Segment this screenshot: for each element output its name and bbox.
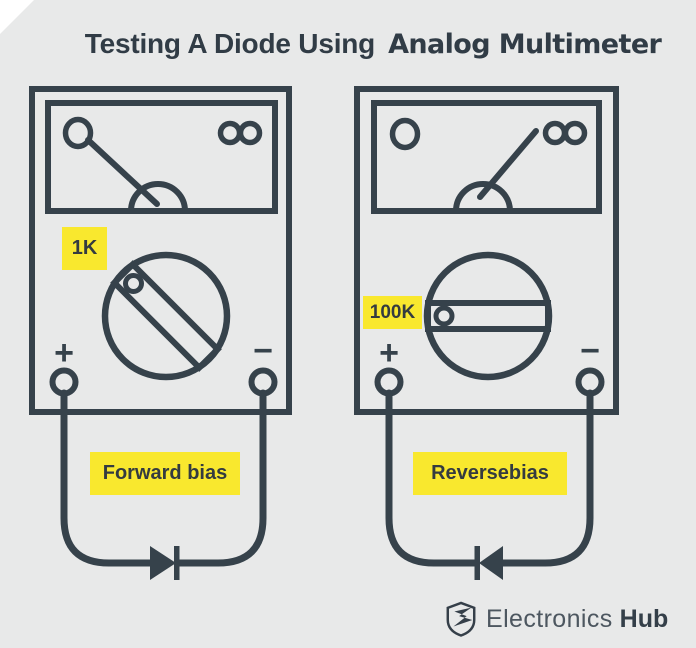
- electronics-hub-logo: Electronics Hub: [444, 599, 668, 639]
- left-multimeter: [29, 86, 292, 580]
- meter-display: [371, 100, 602, 214]
- wire-negative: [498, 389, 594, 567]
- right-negative-sign: −: [580, 332, 600, 370]
- wire-positive: [385, 389, 480, 567]
- title-part-1: Testing A Diode Using: [84, 28, 376, 59]
- dial-slot: [110, 260, 222, 372]
- range-label-1k: 1K: [62, 227, 107, 270]
- selector-dial: [101, 251, 231, 381]
- wire-positive: [60, 389, 156, 567]
- infinity-icon: [217, 120, 263, 146]
- page-title: Testing A Diode Using Analog Multimeter: [84, 28, 662, 60]
- left-negative-sign: −: [253, 332, 273, 370]
- dial-slot: [425, 300, 551, 332]
- wire-negative: [174, 389, 267, 567]
- diode-icon: [474, 546, 503, 580]
- scale-zero-icon: [389, 117, 421, 151]
- infinity-icon: [542, 120, 588, 146]
- right-multimeter: [354, 86, 619, 580]
- needle-pivot: [453, 181, 513, 214]
- meter-body: [354, 86, 619, 415]
- left-positive-sign: +: [54, 334, 74, 372]
- corner-cut: [0, 0, 34, 34]
- brand-name-bold: Hub: [619, 604, 669, 633]
- meter-display: [45, 100, 278, 214]
- needle-icon: [477, 128, 539, 200]
- knob-indicator-icon: [123, 273, 144, 294]
- right-positive-sign: +: [379, 334, 399, 372]
- brand-name-regular: Electronics: [486, 604, 613, 633]
- meter-body: [29, 86, 292, 415]
- diode-icon: [150, 546, 180, 580]
- selector-dial: [423, 251, 553, 381]
- shield-bolt-icon: [446, 601, 476, 637]
- scale-zero-icon: [62, 116, 94, 150]
- needle-pivot: [128, 181, 188, 214]
- reverse-bias-label: Reversebias: [413, 452, 567, 495]
- knob-indicator-icon: [433, 305, 455, 327]
- title-part-2: Analog Multimeter: [388, 29, 662, 60]
- needle-icon: [85, 137, 160, 207]
- forward-bias-label: Forward bias: [90, 452, 240, 495]
- range-label-100k: 100K: [363, 296, 422, 329]
